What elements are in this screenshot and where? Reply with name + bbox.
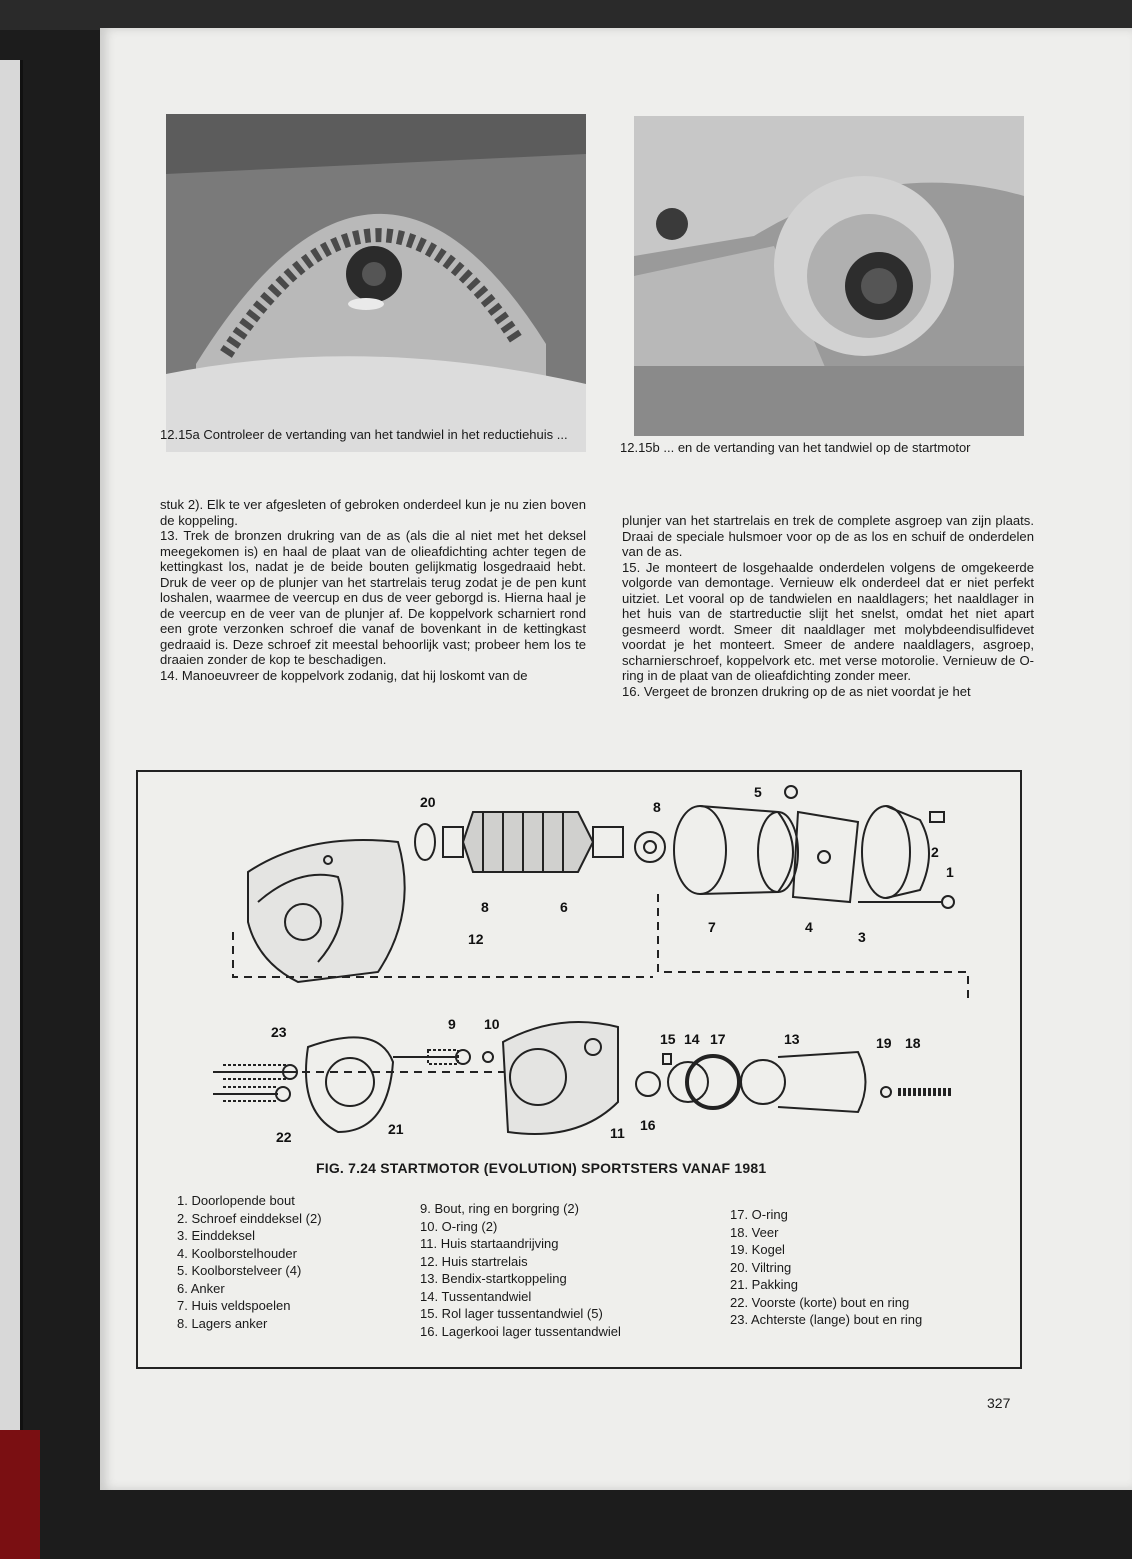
- callout-15: 15: [660, 1031, 676, 1047]
- text-column-left: stuk 2). Elk te ver afgesleten of gebrok…: [160, 497, 586, 683]
- callout-6: 6: [560, 899, 568, 915]
- legend-item: 23. Achterste (lange) bout en ring: [730, 1312, 923, 1327]
- book-spine: [0, 1430, 40, 1559]
- paragraph: 16. Vergeet de bronzen drukring op de as…: [622, 683, 971, 699]
- callout-23: 23: [271, 1024, 287, 1040]
- legend-item: 19. Kogel: [730, 1242, 785, 1257]
- text-column-right: plunjer van het startrelais en trek de c…: [622, 513, 1034, 699]
- callout-12: 12: [468, 931, 484, 947]
- callout-20: 20: [420, 794, 436, 810]
- legend-item: 12. Huis startrelais: [420, 1253, 528, 1269]
- callout-4: 4: [805, 919, 813, 935]
- legend-item: 21. Pakking: [730, 1277, 798, 1292]
- page-number: 327: [987, 1395, 1011, 1411]
- legend-column-1: 1. Doorlopende bout 2. Schroef einddekse…: [177, 1192, 322, 1332]
- legend-item: 20. Viltring: [730, 1259, 792, 1275]
- figure-starter-motor: 20 8 5 2 1 8 6 7 4 3 12 23 9 10 15 14 17…: [136, 770, 1022, 1369]
- legend-column-2: 9. Bout, ring en borgring (2) 10. O-ring…: [420, 1200, 621, 1340]
- legend-item: 14. Tussentandwiel: [420, 1288, 532, 1304]
- callout-18: 18: [905, 1035, 921, 1051]
- legend-item: 3. Einddeksel: [177, 1228, 256, 1243]
- paragraph: stuk 2). Elk te ver afgesleten of gebrok…: [160, 497, 586, 528]
- legend-item: 6. Anker: [177, 1280, 225, 1296]
- photo-reduction-housing-gear: [166, 114, 586, 452]
- scan-border-top: [0, 0, 1132, 30]
- paragraph: 13. Trek de bronzen drukring van de as (…: [160, 528, 586, 667]
- callout-10: 10: [484, 1016, 500, 1032]
- paragraph: plunjer van het startrelais en trek de c…: [622, 513, 1034, 559]
- paragraph: 14. Manoeuvreer de koppelvork zodanig, d…: [160, 667, 528, 683]
- adjacent-page-edge: [0, 60, 23, 1480]
- legend-item: 4. Koolborstelhouder: [177, 1245, 297, 1261]
- figure-title: FIG. 7.24 STARTMOTOR (EVOLUTION) SPORTST…: [316, 1160, 767, 1176]
- callout-16: 16: [640, 1117, 656, 1133]
- legend-item: 7. Huis veldspoelen: [177, 1298, 291, 1313]
- callout-11: 11: [610, 1125, 625, 1141]
- callout-1: 1: [946, 864, 954, 880]
- callout-22: 22: [276, 1129, 292, 1145]
- callout-19: 19: [876, 1035, 892, 1051]
- exploded-view-diagram: 20 8 5 2 1 8 6 7 4 3 12 23 9 10 15 14 17…: [213, 784, 969, 1145]
- callout-7: 7: [708, 919, 716, 935]
- legend-item: 18. Veer: [730, 1224, 779, 1240]
- caption-photo-right: 12.15b ... en de vertanding van het tand…: [620, 440, 971, 455]
- callout-8: 8: [653, 799, 661, 815]
- legend-item: 16. Lagerkooi lager tussentandwiel: [420, 1323, 621, 1339]
- callout-17: 17: [710, 1031, 726, 1047]
- legend-item: 22. Voorste (korte) bout en ring: [730, 1294, 910, 1310]
- caption-photo-left: 12.15a Controleer de vertanding van het …: [160, 427, 568, 442]
- callout-13: 13: [784, 1031, 800, 1047]
- legend-item: 10. O-ring (2): [420, 1218, 498, 1234]
- legend-item: 9. Bout, ring en borgring (2): [420, 1201, 579, 1216]
- callout-14: 14: [684, 1031, 700, 1047]
- callout-8-bearing: 8: [481, 899, 489, 915]
- legend-item: 17. O-ring: [730, 1207, 788, 1222]
- callout-2: 2: [931, 844, 939, 860]
- callout-21: 21: [388, 1121, 404, 1137]
- legend-item: 15. Rol lager tussentandwiel (5): [420, 1306, 603, 1321]
- legend-item: 11. Huis startaandrijving: [420, 1236, 559, 1251]
- legend-item: 5. Koolborstelveer (4): [177, 1263, 302, 1278]
- legend-item: 13. Bendix-startkoppeling: [420, 1271, 567, 1286]
- callout-5: 5: [754, 784, 762, 800]
- legend-item: 2. Schroef einddeksel (2): [177, 1210, 322, 1226]
- legend-item: 8. Lagers anker: [177, 1315, 268, 1331]
- callout-9: 9: [448, 1016, 456, 1032]
- callout-3: 3: [858, 929, 866, 945]
- photo-starter-motor-gear: [634, 116, 1024, 436]
- paragraph: 15. Je monteert de losgehaalde onderdele…: [622, 559, 1034, 684]
- legend-column-3: 17. O-ring 18. Veer 19. Kogel 20. Viltri…: [730, 1206, 922, 1329]
- legend-item: 1. Doorlopende bout: [177, 1193, 295, 1208]
